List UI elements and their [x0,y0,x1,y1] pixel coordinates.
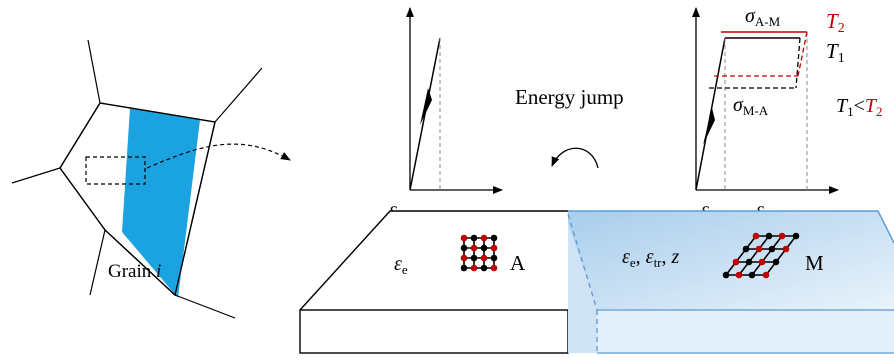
grain-label: Grain i [108,261,161,282]
loading-direction-arrow [420,88,432,125]
hysteresis-plot: σA-M σM-A T2 T1 T1<T2 εe εtr [692,5,883,223]
sigma-ma-label: σM-A [733,94,769,118]
t1-label: T1 [826,39,845,66]
grain-band [122,108,200,298]
austenite-label: A [510,251,526,275]
martensite-front-face [597,310,894,353]
austenite-lattice [463,237,495,269]
grain-boundary-line [214,67,263,123]
temperature-comparison: T1<T2 [836,95,883,119]
slab-diagram: εe A [299,210,894,354]
t2-label: T2 [826,9,845,36]
grain-boundary-line [89,229,106,296]
austenite-top-face [300,211,568,310]
t1-unload-line [795,37,801,89]
selection-box [85,156,146,185]
sigma-am-label: σA-M [745,5,781,29]
grain-diagram: Grain i [11,39,291,319]
austenite-atoms [460,234,498,272]
martensite-variables-label: εe, εtr, z [622,246,680,270]
austenite-front-face [299,309,569,354]
energy-jump: Energy jump [515,85,624,169]
martensite-lattice [725,235,797,276]
energy-jump-label: Energy jump [515,85,624,109]
loading-direction-arrow [703,108,715,145]
phase-interface [567,213,598,311]
martensite-side-face [568,224,597,353]
grain-boundary-line [87,39,101,104]
energy-jump-arrow [551,147,599,169]
martensite-top-face [568,211,894,310]
grain-boundary-line [174,294,236,319]
martensite-atoms [722,232,800,279]
grain-boundary-line [11,167,61,184]
austenite-strain-label: εe [394,253,408,277]
martensite-label: M [805,251,824,275]
elastic-plot: εe [389,7,503,223]
elastic-loading-line [695,37,726,191]
